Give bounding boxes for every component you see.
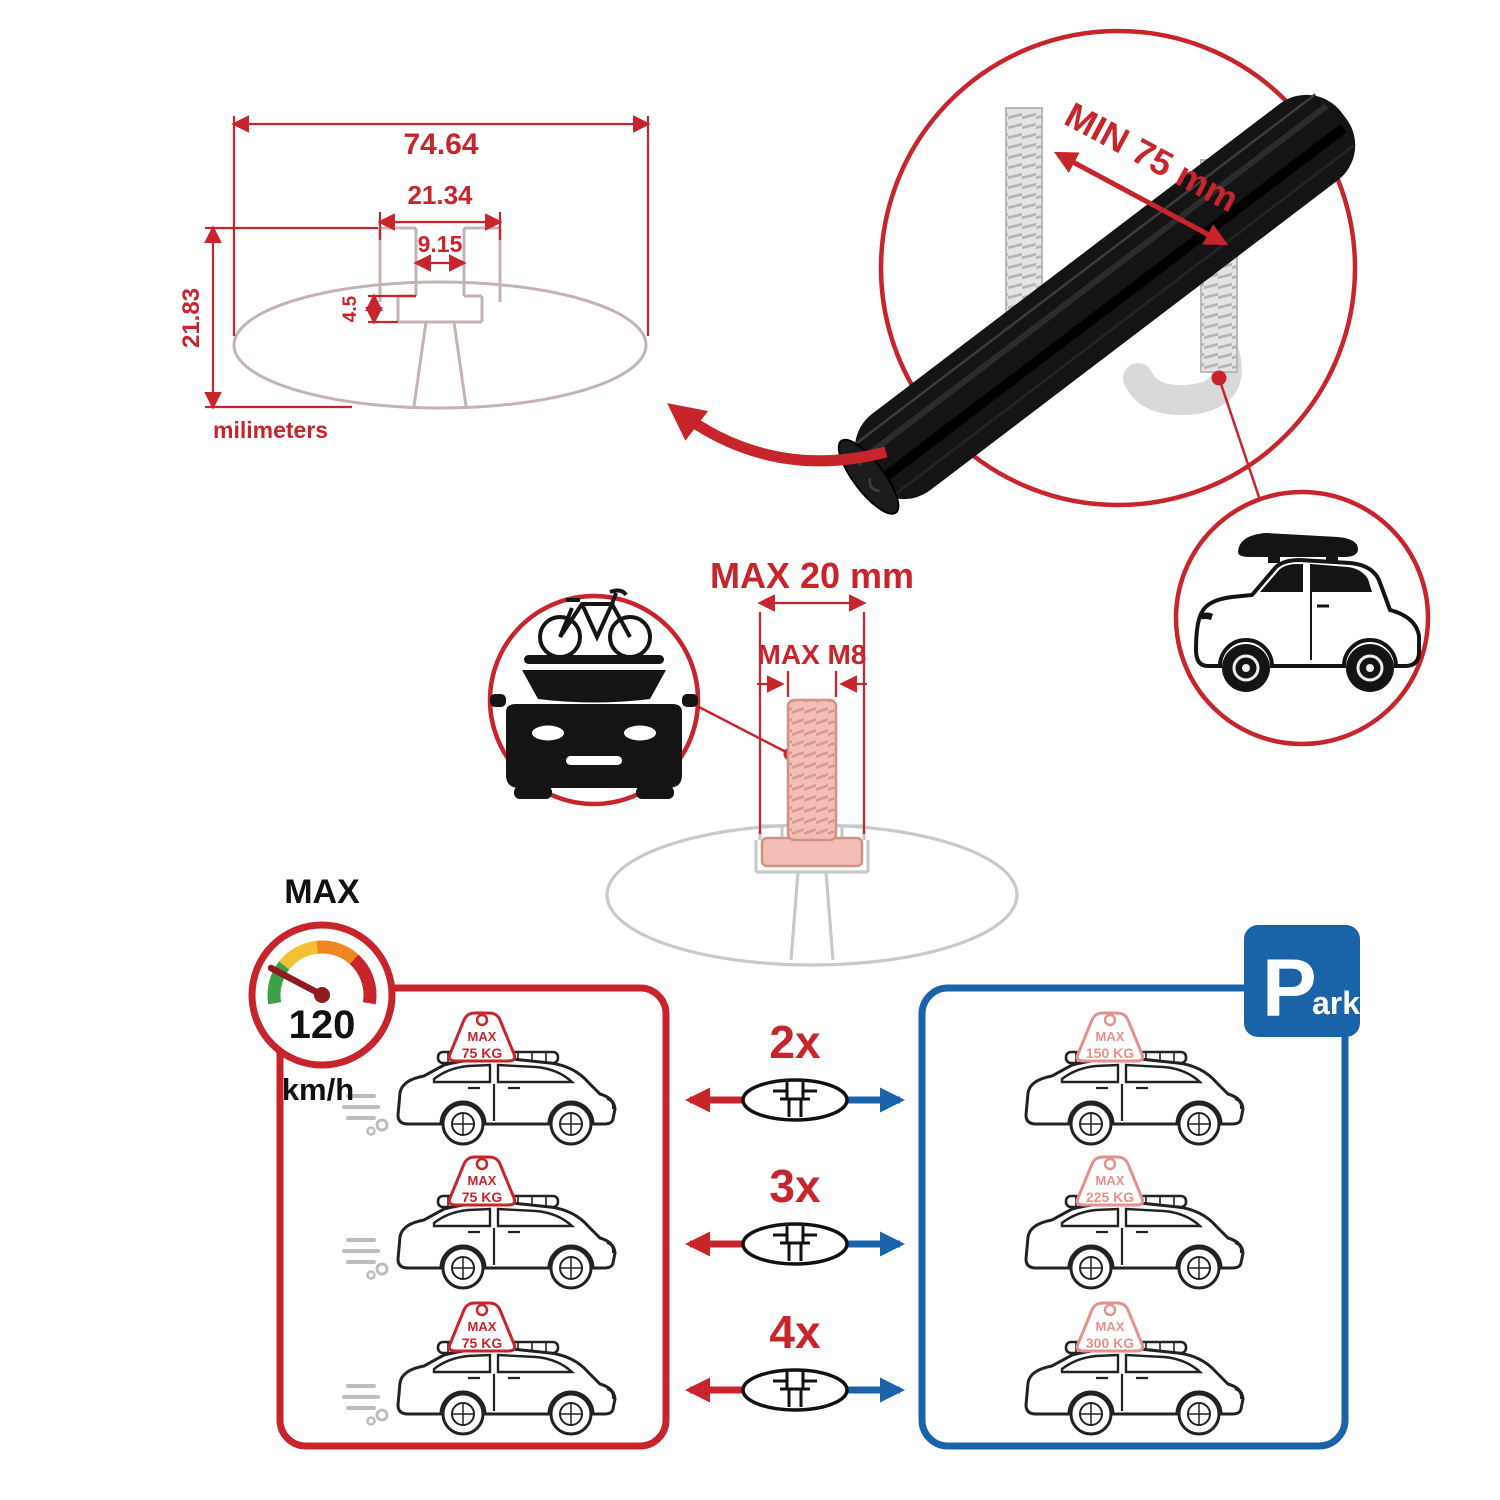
- bolt-max-width-label: MAX 20 mm: [710, 555, 914, 596]
- grille-slot: [566, 756, 622, 765]
- parked-tag-2-line1: MAX: [1096, 1173, 1125, 1188]
- parked-tag-3-line1: MAX: [1096, 1319, 1125, 1334]
- parking-sign-rest: ark: [1312, 985, 1360, 1021]
- vehicle-with-roofbox-detail: [1173, 489, 1431, 747]
- speed-unit: km/h: [282, 1072, 354, 1107]
- parked-cars: MAX 150 KG MAX 225 KG MAX 300 KG: [1024, 1011, 1245, 1436]
- gauge-needle-pivot: [314, 987, 330, 1003]
- suv-side-window: [1311, 564, 1372, 592]
- driving-tag-1-line2: 75 KG: [462, 1045, 503, 1061]
- speed-max-label: MAX: [284, 873, 360, 911]
- row-1-multiplier: 2x: [769, 1016, 821, 1068]
- roof-box: [1238, 533, 1358, 557]
- row-3-multiplier: 4x: [769, 1306, 821, 1358]
- dim-lip-depth: 4.5: [340, 295, 361, 322]
- units-label: milimeters: [213, 417, 328, 443]
- row-2-multiplier: 3x: [769, 1160, 821, 1212]
- dim-channel-opening-width: 9.15: [418, 231, 463, 257]
- gauge-arc: [267, 940, 377, 1005]
- headlight-left: [532, 725, 564, 741]
- driving-tag-3-line1: MAX: [468, 1319, 497, 1334]
- suv-wheel-rear: [1346, 644, 1394, 692]
- driving-tag-2-line2: 75 KG: [462, 1189, 503, 1205]
- headlight-right: [624, 725, 656, 741]
- dim-total-height: 21.83: [178, 288, 205, 348]
- leader-line-to-bolt: [696, 704, 787, 754]
- crossbar-3d: [837, 93, 1356, 515]
- driving-tag-3-line2: 75 KG: [462, 1335, 503, 1351]
- bolt-dimension-lines: [757, 594, 867, 834]
- driving-tag-1-line1: MAX: [468, 1029, 497, 1044]
- t-bolt: [760, 698, 864, 868]
- parking-sign-plate: [1244, 925, 1360, 1037]
- leader-line-to-suv: [1217, 377, 1262, 501]
- dimension-lines: [204, 115, 651, 410]
- t-bolt-diagram: MAX 20 mm MAX M8: [605, 555, 1019, 967]
- driving-tag-2-line1: MAX: [468, 1173, 497, 1188]
- parking-sign-letter: P: [1262, 943, 1317, 1034]
- crossbar-count-rows: 2x 3x 4x: [684, 1016, 906, 1412]
- vehicle-front-with-bike-detail: [487, 588, 701, 807]
- min-span-arrow: [1053, 151, 1229, 246]
- parked-tag-1-line2: 150 KG: [1086, 1045, 1134, 1061]
- speed-value: 120: [289, 1003, 356, 1047]
- suv-windshield: [1260, 564, 1303, 592]
- bolt-max-thread-label: MAX M8: [758, 639, 867, 670]
- driving-cars: MAX 75 KG MAX 75 KG MAX 75 KG: [342, 1011, 617, 1436]
- gauge-needle: [267, 964, 326, 999]
- profile-dimension-diagram: 74.64 21.34 9.15 4.5 21.83 milimeters: [178, 115, 651, 443]
- crossbar-3d-detail: MIN 75 mm: [837, 28, 1358, 515]
- suv-wheel-front: [1222, 644, 1270, 692]
- dim-channel-outer-width: 21.34: [407, 180, 473, 210]
- car-front-icon: [490, 655, 698, 799]
- parking-sign: P ark: [1244, 925, 1360, 1037]
- speed-limit-gauge: MAX 120 km/h: [248, 873, 396, 1107]
- suv-headlight: [1199, 612, 1213, 620]
- suv-side-view: [1193, 533, 1421, 692]
- parked-tag-1-line1: MAX: [1096, 1029, 1125, 1044]
- dim-total-width: 74.64: [403, 128, 478, 161]
- pointer-arrow-to-dimensions: [667, 403, 888, 467]
- parked-tag-2-line2: 225 KG: [1086, 1189, 1134, 1205]
- parked-tag-3-line2: 300 KG: [1086, 1335, 1134, 1351]
